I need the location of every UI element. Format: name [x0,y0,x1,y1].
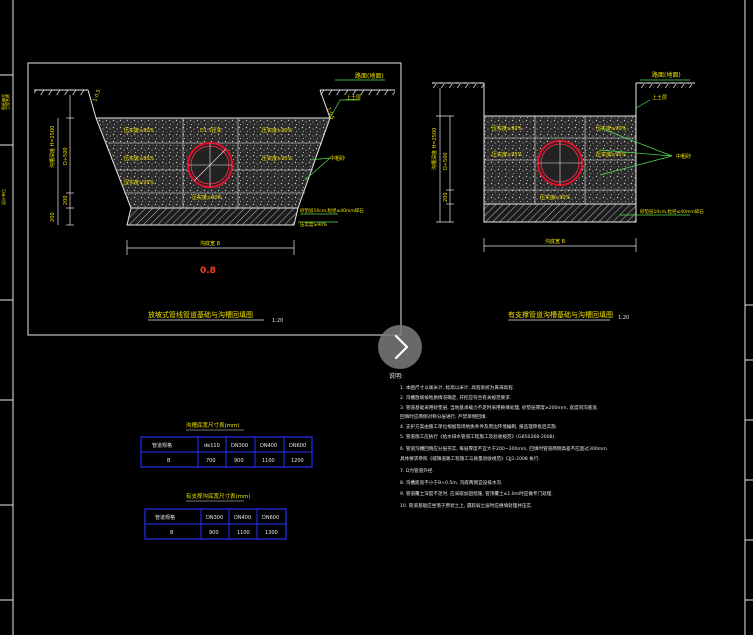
table1-header-3: DN400 [260,443,277,449]
note-8: 8. 沟槽底宽不小于B+0.5m, 沟底两侧宜设排水沟. [400,479,503,486]
table1-header-0: 管道规格 [152,442,172,449]
left-fill-label-3: 压实度≥90% [262,127,293,134]
table2-cell-2: 1100 [237,530,250,536]
right-title: 有支撑管道沟槽基础与沟槽回填图 [508,310,613,319]
side-label-2: 工程名称 [4,94,10,110]
right-dim-200: 200 [443,192,449,202]
table1-cell-2: 900 [234,458,244,464]
right-fill-label-bottom: 压实度≥90% [540,194,571,201]
right-scale: 1:20 [618,315,629,321]
note-5: 5. 管道施工应执行《给水排水管道工程施工及验收规范》(GB50268-2008… [400,433,556,440]
table1-title: 沟槽底宽尺寸表(mm) [186,421,240,429]
right-trench-section: 压实度≥90% 压实度≥90% 压实度≥95% 压实度≥95% 压实度≥90% … [431,71,704,321]
left-center-top-label: D1.5压实 [200,127,222,134]
right-bottom-width: 沟底宽 B [545,238,566,245]
table1-header-1: de110 [204,443,220,449]
table-trench-width: 沟槽底宽尺寸表(mm) 管道规格 de110 DN300 DN400 DN600… [140,421,313,468]
table-supported-width: 有支撑沟底宽尺寸表(mm) 管道规格 DN300 DN400 DN600 B 9… [144,492,287,540]
table2-header-2: DN400 [234,515,251,521]
left-side-95-right: 压实度≥95% [262,155,293,162]
note-1: 1. 本图尺寸以毫米计, 标高以米计, 高程系统为黄海高程. [400,384,514,391]
right-dim-depth: 沟槽深度 H=2500 [431,128,438,170]
left-scale: 1:20 [272,318,283,324]
next-page-button[interactable] [378,325,422,369]
left-bed-label-2: 压实度≥90% [300,221,328,228]
left-center-bottom-label: 压实度≥90% [192,194,223,201]
table2-cell-0: B [170,530,174,536]
left-bed-label: 砂垫层10cm,粒径≤40mm碎石 [300,207,364,214]
right-fill-label-1: 压实度≥90% [492,125,523,132]
left-top-label: 路面(地面) [355,72,384,80]
left-slope-label-right: 1:0.5 [325,107,335,121]
left-bottom-width: 沟底宽 B [200,240,221,247]
note-7: 7. D为管道外径. [400,467,434,474]
right-bed-label: 砂垫层10cm,粒径≤40mm碎石 [640,208,704,215]
note-4: 4. 支护方案由施工单位根据现场地质条件及周边环境编制, 报监理审批后实施. [400,423,557,430]
right-top-layer: 上土层 [652,94,667,101]
table2-header-3: DN600 [262,515,279,521]
right-top-label: 路面(地面) [652,71,681,79]
left-red-note: 0.8 [200,266,216,276]
table1-cell-1: 700 [206,458,216,464]
left-dim-200a: 200 [63,195,69,205]
table1-cell-4: 1200 [291,458,304,464]
left-slope-label-left: 1:0.5 [92,89,102,103]
right-fill-label-2a: 压实度≥95% [492,151,523,158]
note-2: 2. 沟槽放坡按地质情况确定, 开挖应符合有关规范要求. [400,394,511,401]
left-pipe [187,142,233,188]
note-9: 9. 管道覆土深度不足时, 应采取加固措施, 管顶覆土≤1.0m时应做专门处理. [400,490,553,497]
left-viewport-frame [27,62,402,336]
table1-header-2: DN300 [231,443,248,449]
right-dimensions [436,88,637,252]
left-dim-depth: 沟槽深度 H=2500 [49,126,56,168]
table1-cell-0: B [167,458,171,464]
note-10: 10. 管道基础应坐落于原状土上, 遇软弱土层时应换填处理并压实. [400,502,533,509]
left-fill-label-2: 压实度≥95% [124,155,155,162]
side-label-3: 设计单位 [0,189,6,205]
right-leaders [599,99,690,216]
left-dim-d: D+500 [63,147,69,165]
left-fill-95b: 压实度≥95% [124,179,155,186]
left-fill-label-1: 压实度≥90% [124,127,155,134]
table1-header-4: DN600 [289,443,306,449]
right-pipe [537,140,583,186]
table2-cell-3: 1300 [265,530,278,536]
table2-header-1: DN300 [206,515,223,521]
left-trench-section: 压实度≥90% D1.5压实 压实度≥90% 压实度≥95% 压实度≥95% 压… [27,62,402,336]
table2-title: 有支撑沟底宽尺寸表(mm) [186,492,251,500]
table1-cell-3: 1100 [262,458,275,464]
note-6b: 具体要求参照《城镇道路工程施工与质量验收规范》CJJ1-2008 执行. [400,455,540,462]
left-dim-200b: 200 [50,212,56,222]
note-6: 6. 管道沟槽回填应分层夯实, 每层厚度不宜大于200~300mm, 回填时管道… [400,445,608,452]
side-label-1: 图纸编号 [0,94,6,110]
left-side-labels: 图纸编号 工程名称 设计单位 [0,94,10,205]
right-bed-hatch [483,203,637,223]
table2-header-0: 管道规格 [155,514,175,521]
chevron-right-icon [394,334,409,360]
left-layer-label: 中粗砂 [330,155,345,162]
right-layer-label: 中粗砂 [676,153,691,160]
notes-block: 说明: 1. 本图尺寸以毫米计, 标高以米计, 高程系统为黄海高程. 2. 沟槽… [389,372,608,509]
note-3: 3. 管道基础采用砂垫层, 当地基承载力不足时采用换填处理, 砂垫层厚度≥200… [400,404,598,411]
notes-heading: 说明: [389,372,403,380]
table2-cell-1: 900 [209,530,219,536]
right-dim-d: D+500 [443,152,449,170]
left-top-layer-label: 上土层 [346,94,361,101]
left-leaders [298,99,360,223]
left-dimensions [57,95,295,255]
note-3b: 回填时应两侧对称分层进行, 严禁单侧回填. [400,413,487,420]
left-bed-hatch [126,207,299,226]
left-title: 放坡式管线管道基础与沟槽回填图 [148,310,253,319]
right-fill-label-3: 压实度≥90% [596,125,627,132]
right-fill-label-2b: 压实度≥95% [596,151,627,158]
